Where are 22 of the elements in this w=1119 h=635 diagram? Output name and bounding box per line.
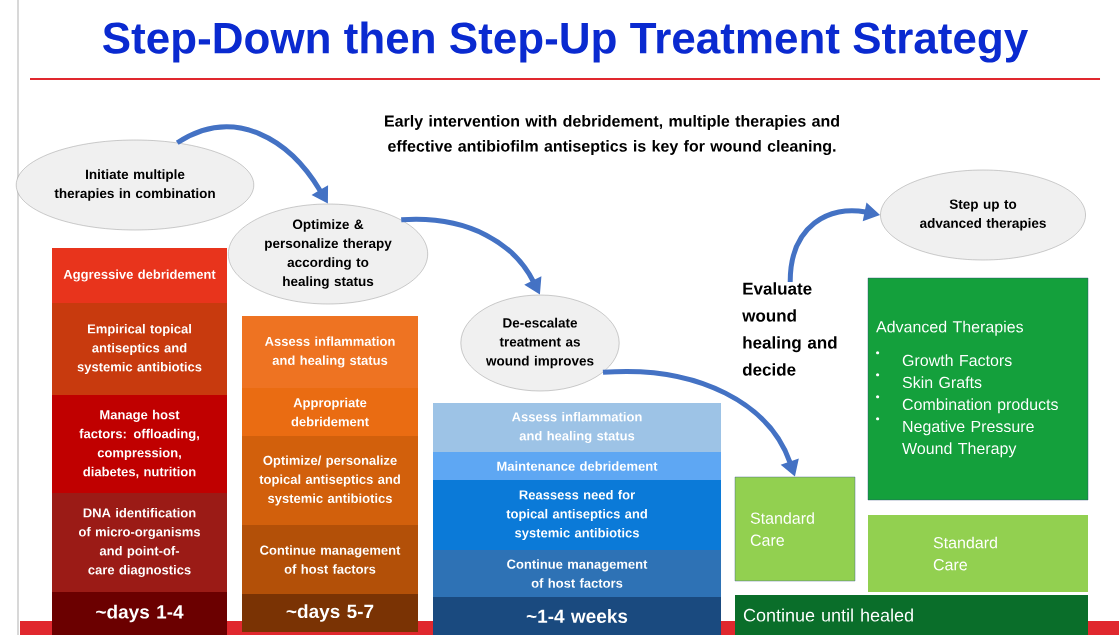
step-box: Continue management of host factors <box>242 525 418 594</box>
step-box: Empirical topical antiseptics and systemic antibiotics <box>52 303 227 395</box>
duration-box: ~days 5-7 <box>242 594 418 632</box>
step-box: Aggressive debridement <box>52 248 227 303</box>
decision-text: Evaluate wound healing and decide <box>742 282 837 376</box>
duration-bar: Continue until healed <box>735 595 1088 635</box>
step-box: Reassess need for topical antiseptics and systemic antibiotics <box>433 480 721 550</box>
step-box: Continue management of host factors <box>433 550 721 597</box>
step-box: Assess inflammation and healing status <box>242 316 418 388</box>
intro-text: Early intervention with debridement, multiple therapies and effective antibiofilm antiseptics is key for wound cleaning. <box>385 115 839 155</box>
care-box: Standard Care <box>868 515 1088 592</box>
step-box: DNA identification of micro-organisms and point-of-care diagnostics <box>52 493 227 592</box>
step-box: Optimize/ personalize topical antiseptics and systemic antibiotics <box>242 436 418 525</box>
care-box: Standard Care <box>734 476 856 582</box>
title: Step-Down then Step-Up Treatment Strategy <box>103 21 1028 63</box>
step-box: Assess inflammation and healing status <box>433 403 721 452</box>
step-box: Appropriate debridement <box>242 388 418 436</box>
step-box: Manage host factors: offloading, compression, diabetes, nutrition <box>52 395 227 493</box>
duration-box: ~1-4 weeks <box>433 597 721 635</box>
therapy-box: Advanced Therapies Growth Factors Skin Grafts Combination products Negative Pressure Wound Therapy <box>867 277 1089 501</box>
step-box: Maintenance debridement <box>433 452 721 480</box>
duration-box: ~days 1-4 <box>52 592 227 635</box>
